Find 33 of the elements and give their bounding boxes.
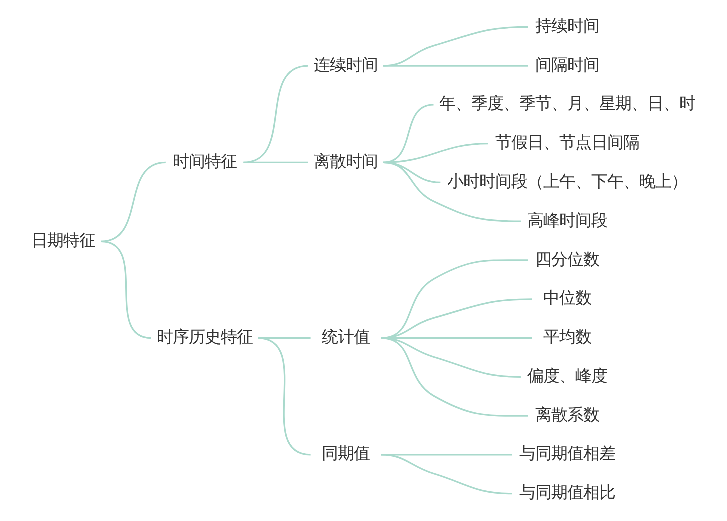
node-text: 持续时间 [535,16,600,36]
connector [244,162,308,164]
connector [244,65,308,164]
connector [380,337,528,417]
node-text: 中位数 [543,288,592,308]
node-text: 年、季度、季节、月、星期、日、时 [439,94,696,114]
node-text: 偏度、峰度 [527,366,608,386]
connector [384,26,528,67]
connector [381,454,512,495]
node-text: 同期值 [322,444,370,464]
connector [383,104,434,164]
connector [258,337,311,456]
node-text: 小时时间段（上午、下午、晚上） [447,172,688,191]
node-text: 日期特征 [32,230,96,250]
connector [101,162,166,242]
node-text: 连续时间 [314,55,378,74]
node-text: 平均数 [543,328,592,347]
connector [381,454,512,456]
node-text: 与同期值相比 [519,483,616,502]
node-text: 统计值 [322,328,370,347]
node-text: 四分位数 [535,250,600,269]
node-text: 节假日、节点日间隔 [495,133,640,152]
node-text: 离散系数 [535,405,600,424]
connector [101,240,152,340]
connector [384,65,528,67]
connector [384,143,488,164]
node-text: 间隔时间 [535,55,600,74]
node-text: 时序历史特征 [156,328,253,347]
node-text: 离散时间 [314,152,378,171]
connector [384,162,521,222]
node-text: 高峰时间段 [527,210,608,230]
node-text: 与同期值相差 [519,444,616,464]
node-text: 时间特征 [172,152,237,171]
